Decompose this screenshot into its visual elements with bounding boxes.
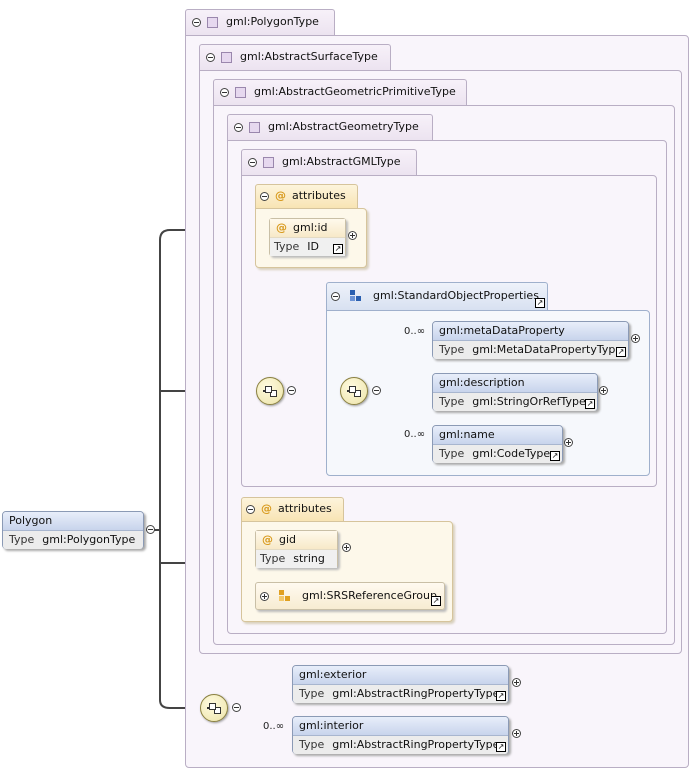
- type-link-icon[interactable]: ↗: [333, 244, 343, 254]
- collapse-icon[interactable]: [260, 191, 269, 201]
- attribute-icon: @: [262, 533, 273, 546]
- group-icon: [349, 290, 362, 302]
- complex-type-icon: [207, 16, 218, 28]
- type-label-gml[interactable]: gml:AbstractGMLType: [241, 149, 417, 175]
- cardinality-label: 0..∞: [404, 326, 426, 337]
- sequence-collapse-toggle[interactable]: [232, 703, 241, 712]
- type-label-primitive[interactable]: gml:AbstractGeometricPrimitiveType: [213, 79, 467, 105]
- expand-icon[interactable]: [260, 591, 269, 601]
- type-label-geometry[interactable]: gml:AbstractGeometryType: [227, 114, 433, 140]
- sequence-icon[interactable]: [256, 377, 284, 405]
- attribute-group-icon: [278, 590, 291, 602]
- expand-icon[interactable]: [599, 386, 608, 395]
- sequence-collapse-toggle[interactable]: [372, 386, 381, 395]
- type-link-icon[interactable]: ↗: [585, 399, 595, 409]
- expand-icon[interactable]: [631, 334, 640, 343]
- complex-type-icon: [221, 51, 232, 63]
- complex-type-icon: [263, 156, 274, 168]
- collapse-icon[interactable]: [234, 122, 243, 132]
- sequence-icon[interactable]: [200, 694, 228, 722]
- attribute-name: gid: [279, 533, 297, 546]
- sequence-collapse-toggle[interactable]: [287, 386, 296, 395]
- collapse-icon[interactable]: [220, 87, 229, 97]
- expand-icon[interactable]: [564, 438, 573, 447]
- group-label-standard-object-properties[interactable]: gml:StandardObjectProperties ↗: [326, 282, 548, 310]
- cardinality-label: 0..∞: [404, 429, 426, 440]
- type-link-icon[interactable]: ↗: [616, 347, 626, 357]
- type-label-surface[interactable]: gml:AbstractSurfaceType: [199, 44, 391, 70]
- attribute-icon: @: [261, 502, 272, 515]
- attributes-label-geometry[interactable]: @attributes: [241, 497, 344, 521]
- attributes-label-gml[interactable]: @attributes: [255, 184, 358, 208]
- attribute-icon: @: [276, 221, 287, 234]
- type-label-polygon[interactable]: gml:PolygonType: [185, 9, 335, 35]
- type-link-icon[interactable]: ↗: [535, 298, 545, 308]
- complex-type-icon: [249, 121, 260, 133]
- type-link-icon[interactable]: ↗: [431, 596, 441, 606]
- attribute-name: gml:id: [293, 221, 328, 234]
- expand-icon[interactable]: [348, 231, 357, 240]
- attribute-icon: @: [275, 189, 286, 202]
- attribute-group-srs-reference[interactable]: gml:SRSReferenceGroup ↗: [255, 582, 445, 610]
- collapse-icon[interactable]: [248, 157, 257, 167]
- type-link-icon[interactable]: ↗: [496, 742, 506, 752]
- cardinality-label: 0..∞: [263, 721, 285, 732]
- root-element-name: Polygon: [3, 512, 143, 531]
- sequence-icon[interactable]: [340, 377, 368, 405]
- complex-type-icon: [235, 86, 246, 98]
- root-collapse-toggle[interactable]: [146, 525, 155, 534]
- expand-icon[interactable]: [512, 729, 521, 738]
- collapse-icon[interactable]: [331, 291, 340, 301]
- collapse-icon[interactable]: [206, 52, 215, 62]
- type-link-icon[interactable]: ↗: [496, 691, 506, 701]
- collapse-icon[interactable]: [192, 17, 201, 27]
- collapse-icon[interactable]: [246, 504, 255, 514]
- type-link-icon[interactable]: ↗: [550, 451, 560, 461]
- expand-icon[interactable]: [342, 543, 351, 552]
- expand-icon[interactable]: [512, 678, 521, 687]
